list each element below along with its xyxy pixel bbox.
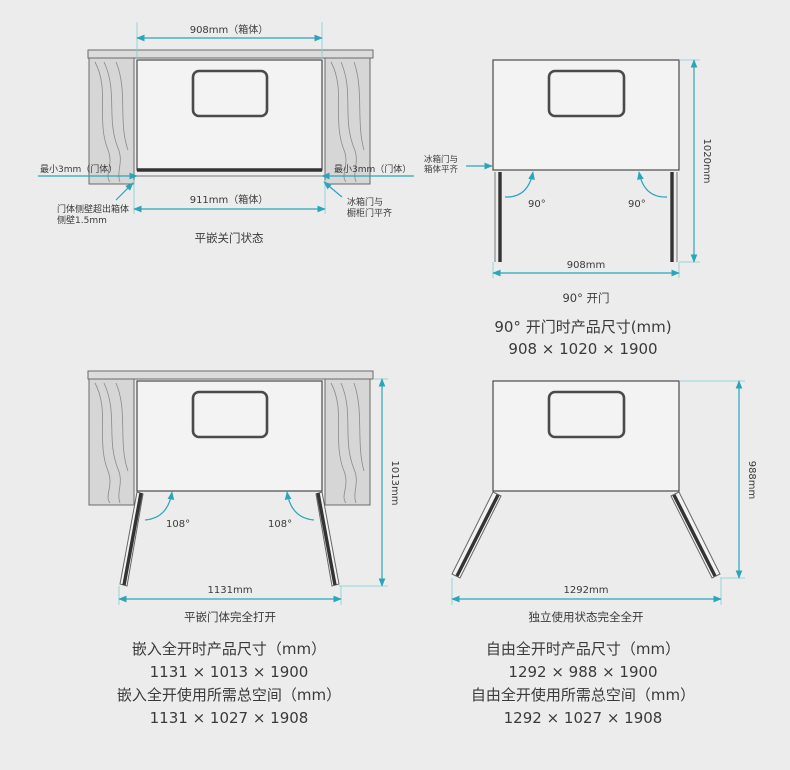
size-value-90: 908 × 1020 × 1900: [508, 340, 657, 358]
angle-right-label: 108°: [268, 519, 292, 530]
display-window: [547, 390, 626, 439]
dim-top-label: 908mm（箱体）: [190, 23, 269, 36]
panel-freestanding-full-open: 1292mm 988mm 独立使用状态完全全开 自由全开时产品尺寸（mm） 12…: [451, 380, 757, 727]
caption-freestanding-full-open: 独立使用状态完全全开: [529, 610, 644, 624]
countertop: [87, 49, 374, 59]
side-note-2: 箱体平齐: [424, 164, 459, 175]
note-left-2: 侧壁1.5mm: [57, 214, 107, 226]
dim-depth-label: 1013mm: [389, 461, 400, 506]
display-window: [191, 69, 269, 118]
cabinet-right: [324, 378, 371, 506]
gap-right-label: 最小3mm（门体）: [334, 163, 411, 175]
panel-open-90: 90° 90° 冰箱门与 箱体平齐 908mm 1020mm 90° 开门 90…: [424, 59, 712, 358]
spec-line-1: 自由全开时产品尺寸（mm）: [486, 640, 680, 658]
dim-depth-label: 988mm: [746, 461, 757, 500]
spec-line-3: 嵌入全开使用所需总空间（mm）: [117, 686, 341, 704]
angle-left-label: 108°: [166, 519, 190, 530]
dim-width-label: 1131mm: [208, 585, 253, 596]
door-right-open: [316, 492, 337, 586]
cabinet-left: [88, 57, 135, 185]
spec-line-2: 1131 × 1013 × 1900: [150, 663, 309, 681]
note-right-1: 冰箱门与: [347, 196, 383, 208]
spec-line-3: 自由全开使用所需总空间（mm）: [471, 686, 695, 704]
caption-open-90: 90° 开门: [562, 291, 609, 305]
size-title-90: 90° 开门时产品尺寸(mm): [494, 318, 671, 336]
door-left-open: [122, 492, 143, 586]
dim-width-label: 908mm: [567, 260, 606, 271]
door-right-open: [672, 494, 717, 577]
spec-line-4: 1292 × 1027 × 1908: [504, 709, 663, 727]
panel-flush-closed: 908mm（箱体） 911mm（箱体） 最小3mm（门体） 最小3mm（门体） …: [38, 22, 414, 245]
angle-right-label: 90°: [628, 199, 646, 210]
spec-line-2: 1292 × 988 × 1900: [508, 663, 657, 681]
dim-bottom-label: 911mm（箱体）: [190, 193, 269, 206]
dim-depth-label: 1020mm: [701, 139, 712, 184]
note-left-1: 门体侧壁超出箱体: [57, 203, 129, 215]
countertop: [87, 370, 374, 380]
caption-flush-closed: 平嵌关门状态: [195, 231, 264, 245]
spec-line-1: 嵌入全开时产品尺寸（mm）: [132, 640, 326, 658]
display-window: [191, 390, 269, 439]
spec-line-4: 1131 × 1027 × 1908: [150, 709, 309, 727]
panel-flush-full-open: 108° 108° 1131mm 1013mm 平嵌门体完全打开 嵌入全开时产品…: [87, 370, 400, 727]
cabinet-right: [324, 57, 371, 185]
dim-width-label: 1292mm: [564, 585, 609, 596]
angle-left-label: 90°: [528, 199, 546, 210]
display-window: [547, 69, 626, 118]
gap-left-label: 最小3mm（门体）: [40, 163, 117, 175]
caption-flush-full-open: 平嵌门体完全打开: [184, 610, 276, 624]
side-note-1: 冰箱门与: [424, 154, 458, 165]
note-right-2: 橱柜门平齐: [347, 207, 392, 219]
door-left-open: [455, 494, 500, 577]
cabinet-left: [88, 378, 135, 506]
